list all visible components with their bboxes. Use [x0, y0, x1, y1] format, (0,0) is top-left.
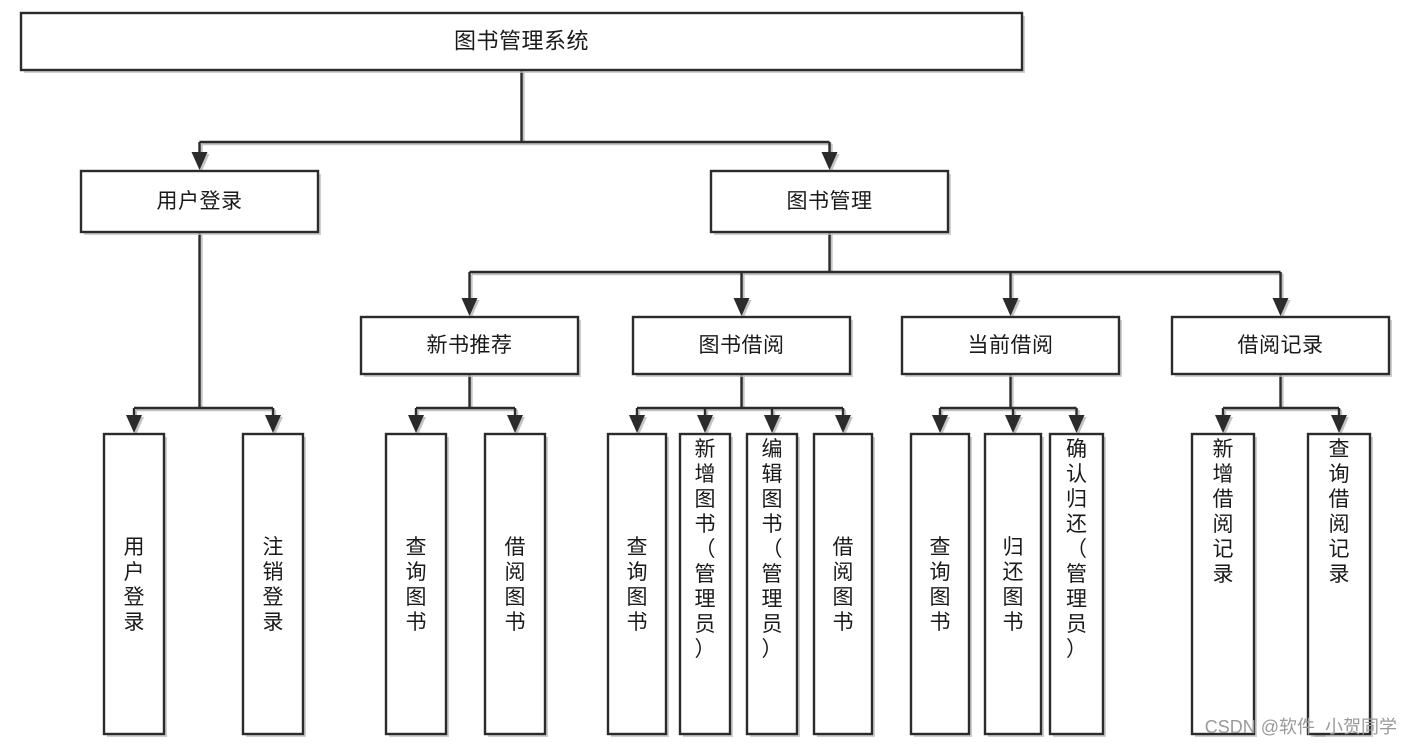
node-leaf-add-book-box[interactable]	[678, 432, 732, 736]
edge-book-manage-branch-1-head	[733, 298, 750, 316]
node-root-label: 图书管理系统	[454, 28, 589, 53]
node-leaf-confirm-return[interactable]: 确认归还（管理员）	[1048, 432, 1106, 737]
node-borrow-record-label: 借阅记录	[1238, 334, 1324, 357]
node-leaf-query-book-rec-box[interactable]	[384, 432, 448, 736]
node-leaf-logout-label: 注销登录	[263, 536, 284, 634]
node-leaf-add-book[interactable]: 新增图书（管理员）	[678, 432, 733, 737]
watermark-layer: CSDN @软件_小贺同学	[1205, 717, 1397, 738]
node-current-borrow[interactable]: 当前借阅	[900, 315, 1122, 377]
node-leaf-confirm-return-label: 确认归还（管理员）	[1066, 438, 1087, 661]
node-leaf-query-book-cur-label: 查询图书	[930, 536, 951, 634]
node-leaf-user-login-box[interactable]	[102, 432, 166, 736]
edge-user-login-branch-1-head	[265, 415, 281, 433]
node-leaf-query-book-cur-box[interactable]	[909, 432, 971, 736]
node-leaf-user-login-label: 用户登录	[124, 536, 145, 634]
node-leaf-query-book-borrow[interactable]: 查询图书	[606, 432, 669, 737]
edges-layer	[126, 70, 1349, 435]
edge-root-branch-1-head	[821, 152, 838, 170]
edge-book-manage-branch-2-head	[1002, 298, 1019, 316]
nodes-layer: 图书管理系统用户登录图书管理新书推荐图书借阅当前借阅借阅记录用户登录注销登录查询…	[19, 11, 1392, 737]
node-leaf-edit-book-label: 编辑图书（管理员）	[762, 438, 783, 661]
edge-book-manage-branch-3-head	[1272, 298, 1289, 316]
node-book-manage-label: 图书管理	[787, 190, 873, 213]
node-user-login-box[interactable]	[79, 169, 320, 234]
edge-new-book-rec-branch-1-head	[507, 415, 523, 433]
node-book-manage-box[interactable]	[709, 169, 950, 234]
node-book-borrow[interactable]: 图书借阅	[631, 315, 853, 377]
node-leaf-query-book-rec[interactable]: 查询图书	[384, 432, 449, 737]
node-leaf-borrow-book-rec-label: 借阅图书	[505, 536, 526, 634]
edge-current-borrow-branch-1-head	[1005, 415, 1021, 433]
node-leaf-edit-book-box[interactable]	[745, 432, 799, 736]
node-leaf-user-login[interactable]: 用户登录	[102, 432, 167, 737]
node-new-book-rec-box[interactable]	[359, 315, 580, 376]
edge-book-manage-branch-0-head	[461, 298, 478, 316]
node-leaf-logout-box[interactable]	[241, 432, 305, 736]
edge-root-branch-0-head	[191, 152, 208, 170]
node-leaf-edit-book[interactable]: 编辑图书（管理员）	[745, 432, 800, 737]
edge-current-borrow-branch-0-head	[932, 415, 948, 433]
node-leaf-query-record[interactable]: 查询借阅记录	[1306, 432, 1373, 737]
edge-book-borrow-branch-0-head	[629, 415, 645, 433]
node-book-borrow-box[interactable]	[631, 315, 852, 376]
edge-new-book-rec-branch-0-head	[408, 415, 424, 433]
node-leaf-query-record-box[interactable]	[1306, 432, 1372, 736]
node-leaf-logout[interactable]: 注销登录	[241, 432, 306, 737]
node-borrow-record-box[interactable]	[1170, 315, 1391, 376]
node-leaf-add-book-label: 新增图书（管理员）	[695, 438, 716, 661]
node-leaf-return-book-label: 归还图书	[1003, 536, 1024, 634]
edge-current-borrow-branch-2-head	[1068, 415, 1085, 433]
edge-borrow-record-branch-0-head	[1215, 415, 1231, 433]
edge-book-borrow-branch-2-head	[764, 415, 780, 433]
node-leaf-borrow-book[interactable]: 借阅图书	[812, 432, 875, 737]
edge-user-login-branch-0-head	[126, 415, 142, 433]
node-book-manage[interactable]: 图书管理	[709, 169, 951, 235]
edge-book-borrow-branch-3-head	[835, 415, 851, 433]
node-leaf-confirm-return-box[interactable]	[1048, 432, 1105, 736]
node-leaf-add-record-label: 新增借阅记录	[1213, 438, 1234, 586]
node-borrow-record[interactable]: 借阅记录	[1170, 315, 1392, 377]
edge-book-borrow-branch-1-head	[697, 415, 713, 433]
node-root-box[interactable]	[19, 11, 1024, 72]
csdn-watermark: CSDN @软件_小贺同学	[1205, 717, 1397, 738]
node-root[interactable]: 图书管理系统	[19, 11, 1025, 73]
node-book-borrow-label: 图书借阅	[699, 334, 785, 357]
node-leaf-borrow-book-label: 借阅图书	[833, 536, 854, 634]
node-leaf-query-book-cur[interactable]: 查询图书	[909, 432, 972, 737]
node-leaf-query-book-rec-label: 查询图书	[406, 536, 427, 634]
node-user-login[interactable]: 用户登录	[79, 169, 321, 235]
node-leaf-query-book-borrow-label: 查询图书	[627, 536, 648, 634]
node-leaf-add-record-box[interactable]	[1190, 432, 1256, 736]
node-leaf-return-book[interactable]: 归还图书	[983, 432, 1044, 737]
node-current-borrow-box[interactable]	[900, 315, 1121, 376]
node-leaf-query-record-label: 查询借阅记录	[1329, 438, 1350, 586]
node-leaf-query-book-borrow-box[interactable]	[606, 432, 668, 736]
node-current-borrow-label: 当前借阅	[968, 334, 1054, 357]
node-new-book-rec[interactable]: 新书推荐	[359, 315, 581, 377]
node-leaf-add-record[interactable]: 新增借阅记录	[1190, 432, 1257, 737]
node-new-book-rec-label: 新书推荐	[427, 334, 513, 357]
edge-borrow-record-branch-1-head	[1331, 415, 1347, 433]
node-leaf-borrow-book-rec[interactable]: 借阅图书	[483, 432, 548, 737]
node-leaf-borrow-book-box[interactable]	[812, 432, 874, 736]
node-leaf-borrow-book-rec-box[interactable]	[483, 432, 547, 736]
node-leaf-return-book-box[interactable]	[983, 432, 1043, 736]
node-user-login-label: 用户登录	[157, 190, 243, 213]
